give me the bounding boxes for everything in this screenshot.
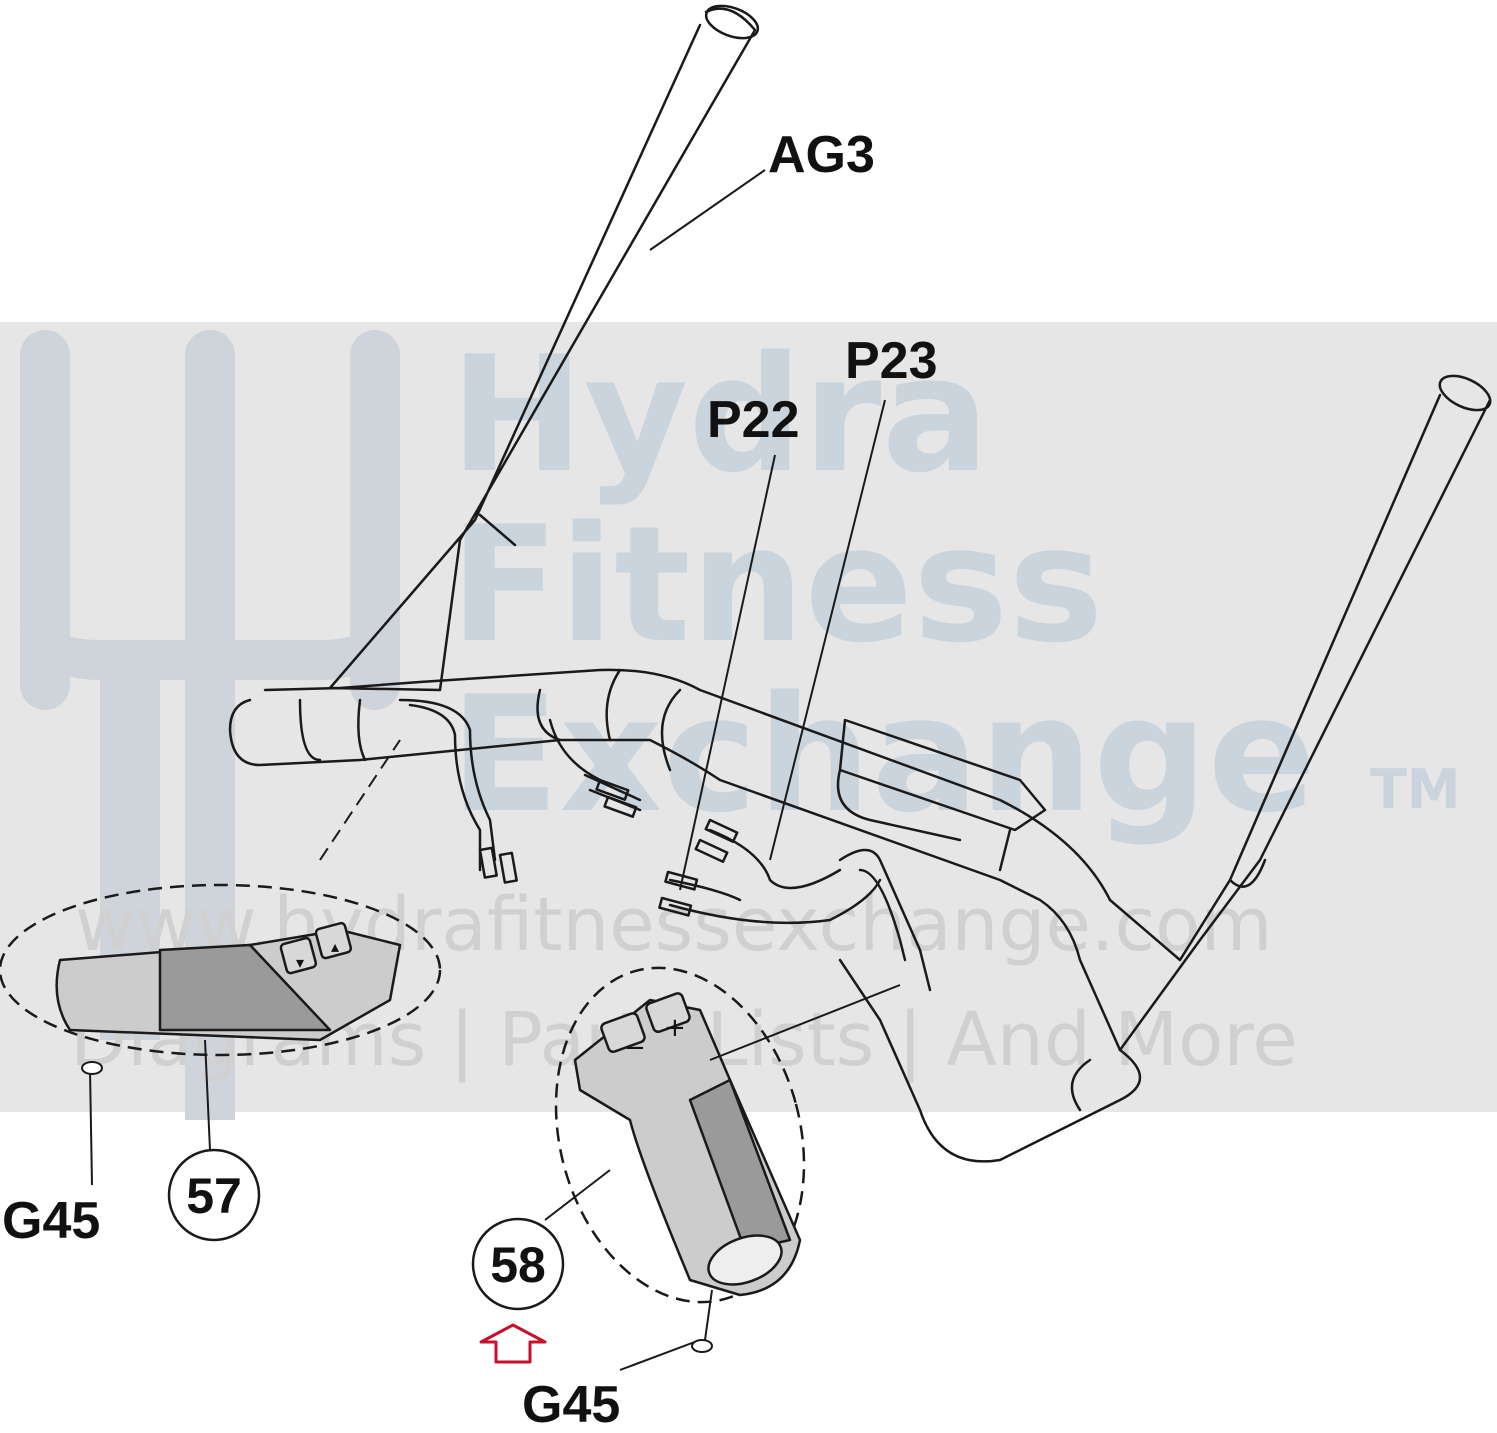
leader-p23 (769, 399, 886, 861)
left-keypad-down-icon: ▾ (296, 953, 304, 972)
callout-p22: P22 (707, 391, 800, 449)
leader-g45-right (619, 1339, 701, 1371)
watermark-line3: Exchange (450, 661, 1316, 848)
leader-ag3 (649, 169, 766, 251)
leader-p22 (679, 454, 776, 891)
leader-lines (89, 169, 901, 1371)
right-keypad-minus-icon: − (624, 1033, 646, 1063)
handlebar-frame (228, 4, 1492, 1163)
right-pulse-grip (554, 966, 806, 1304)
screw-icon (81, 1061, 713, 1353)
right-keypad-plus-icon: + (664, 1013, 686, 1043)
leader-58 (544, 1169, 611, 1221)
leader-g45-left (89, 1069, 93, 1186)
leader-right-grip (709, 984, 901, 1061)
highlight-arrow-up-icon (479, 1323, 547, 1364)
watermark-tm: TM (1370, 758, 1461, 821)
left-keypad-up-icon: ▴ (331, 937, 339, 956)
part-number-58: 58 (490, 1237, 546, 1293)
callout-ag3: AG3 (768, 126, 875, 184)
callout-p23: P23 (845, 332, 938, 390)
leader-screw (704, 1289, 713, 1341)
watermark-line2: Fitness (450, 491, 1104, 678)
leader-57 (204, 1039, 211, 1151)
left-pulse-grip (0, 883, 442, 1057)
callout-g45-right: G45 (522, 1376, 620, 1433)
callout-g45-left: G45 (2, 1192, 100, 1250)
part-58-circle: 58 (471, 1217, 565, 1311)
watermark-line1: Hydra (450, 321, 990, 508)
dashed-leader-left (319, 739, 401, 861)
part-57-circle: 57 (167, 1148, 261, 1242)
part-number-57: 57 (186, 1168, 242, 1224)
